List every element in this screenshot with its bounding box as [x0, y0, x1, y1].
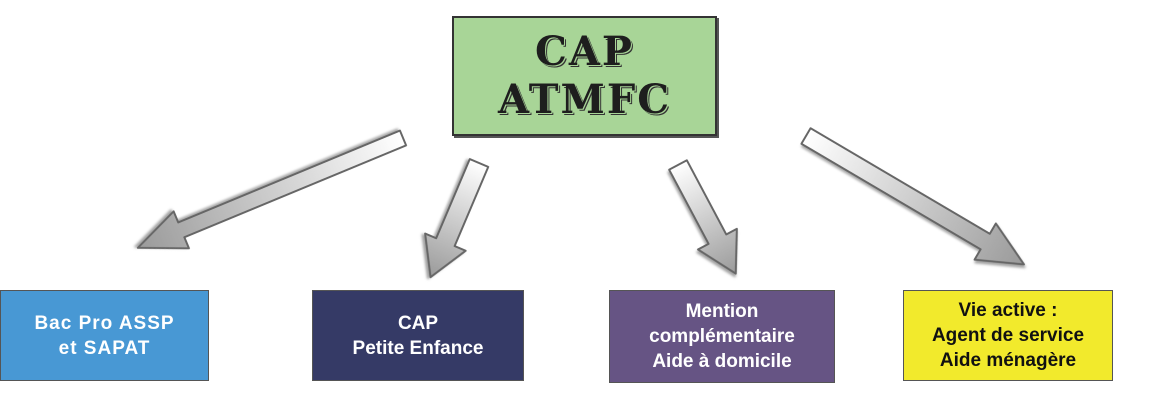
node-line: Bac Pro ASSP: [34, 312, 175, 334]
node-bac-pro-assp: Bac Pro ASSP et SAPAT: [0, 290, 209, 381]
node-mention-complementaire: Mention complémentaire Aide à domicile: [609, 290, 835, 383]
arrow-to-bac-pro: [136, 129, 408, 250]
node-line: et SAPAT: [58, 337, 151, 359]
node-line: Petite Enfance: [352, 337, 484, 359]
node-line: CAP: [397, 312, 439, 334]
node-line: Vie active :: [958, 300, 1058, 321]
node-line: Mention: [685, 301, 759, 322]
node-line: Aide ménagère: [939, 350, 1077, 371]
node-vie-active: Vie active : Agent de service Aide ménag…: [903, 290, 1113, 381]
arrow-to-vie-active: [800, 127, 1025, 266]
node-line: complémentaire: [649, 326, 795, 347]
root-node-cap-atmfc: CAP ATMFC: [452, 16, 717, 136]
node-cap-petite-enfance: CAP Petite Enfance: [312, 290, 524, 381]
arrow-to-cap-petite-enfance: [424, 158, 490, 279]
node-line: Agent de service: [931, 325, 1085, 346]
arrow-to-mention-complementaire: [668, 159, 738, 275]
node-line: Aide à domicile: [652, 351, 792, 372]
root-line-2: ATMFC: [497, 76, 672, 123]
root-line-1: CAP: [535, 28, 634, 75]
